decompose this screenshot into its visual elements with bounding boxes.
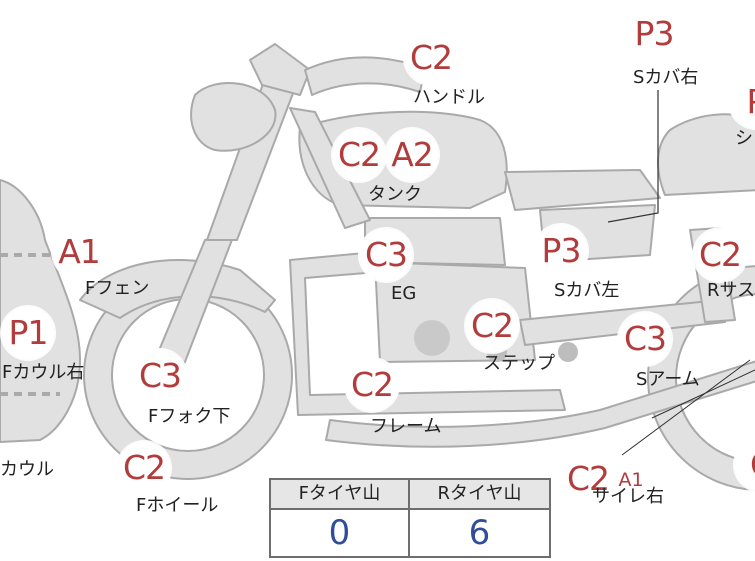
rear-tire-header: Rタイヤ山	[410, 480, 549, 510]
part-label: EG	[391, 283, 417, 304]
part-label: Fフェン	[85, 278, 150, 299]
part-label: Sカバ左	[554, 280, 620, 301]
part-label: Fフォク下	[148, 406, 231, 427]
rear-tire-value: 6	[468, 513, 491, 553]
part-label: カウル	[0, 459, 54, 480]
grade-badge: C2	[694, 229, 746, 281]
part-label: Rサス	[707, 280, 755, 301]
part-label: タンク	[368, 184, 422, 205]
grade-badge: A1	[53, 226, 105, 278]
grade-badge: C3	[360, 229, 412, 281]
part-label: フレーム	[370, 416, 442, 437]
grade-badge: C2	[346, 359, 398, 411]
grade-badge: P1	[2, 307, 54, 359]
grade-badge: C2	[466, 300, 518, 352]
grade-badge: C3	[134, 350, 186, 402]
grade-badge: C2	[333, 129, 385, 181]
grade-badge: C	[735, 439, 755, 491]
grade-badge: C2	[405, 32, 457, 84]
grade-badge: A2	[386, 129, 438, 181]
grade-badge: C2	[118, 442, 170, 494]
part-label: Fホイール	[136, 495, 219, 516]
part-label: Sカバ右	[633, 67, 699, 88]
part-label: ステップ	[483, 353, 555, 374]
part-label: サイレ右	[592, 486, 664, 507]
grade-badge: P3	[535, 225, 587, 277]
grade-badge: C3	[619, 313, 671, 365]
grade-badge: C2	[562, 453, 614, 505]
front-tire-header: Fタイヤ山	[271, 480, 410, 510]
part-label: Fカウル右	[2, 362, 85, 383]
front-tire-value: 0	[271, 510, 410, 556]
part-label: シ	[735, 128, 753, 149]
part-label: ハンドル	[413, 87, 485, 108]
grade-badge: P3	[628, 8, 680, 60]
grade-badge: A1	[615, 464, 647, 496]
part-label: Sアーム	[636, 369, 700, 390]
tire-tread-table: Fタイヤ山 Rタイヤ山 0 6	[269, 478, 551, 558]
